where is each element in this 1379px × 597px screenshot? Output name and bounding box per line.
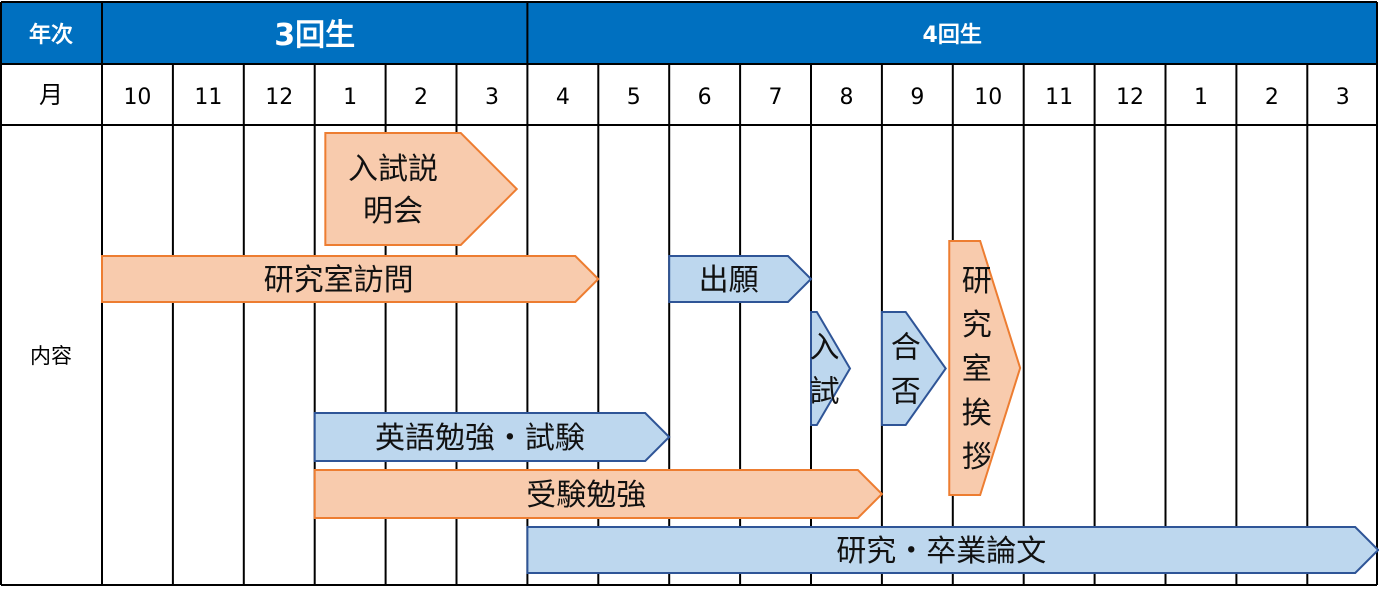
task-bar-entrance-exam: 入試 (810, 311, 852, 426)
task-label: 否 (891, 374, 921, 409)
task-label: 拶 (962, 440, 992, 475)
task-bar-result: 合否 (880, 311, 947, 426)
arrow-shape (810, 311, 852, 426)
task-bar-lab-visit: 研究室訪問 (101, 255, 600, 303)
arrow-shape (313, 412, 671, 462)
month-header-label: 月 (39, 81, 63, 109)
content-label: 内容 (30, 344, 72, 368)
year-label-4th: 4回生 (923, 23, 982, 48)
month-label: 10 (123, 85, 151, 110)
month-label: 10 (974, 85, 1002, 110)
arrow-shape (101, 255, 600, 303)
month-label: 4 (556, 85, 570, 110)
arrow-shape (526, 526, 1379, 574)
task-label: 合 (891, 330, 921, 365)
task-label: 室 (962, 352, 992, 387)
month-label: 6 (698, 85, 712, 110)
arrow-shape (324, 132, 519, 246)
year-header-row (2, 2, 1376, 64)
task-label: 研究室訪問 (264, 263, 414, 298)
task-bar-english-study: 英語勉強・試験 (313, 412, 671, 462)
month-label: 1 (1194, 85, 1208, 110)
arrow-shape (948, 240, 1022, 496)
task-label: 究 (962, 308, 992, 343)
task-label: 入 (810, 330, 840, 365)
task-bar-research-thesis: 研究・卒業論文 (526, 526, 1379, 574)
month-label: 7 (769, 85, 783, 110)
month-label: 2 (1265, 85, 1279, 110)
task-label: 英語勉強・試験 (375, 421, 585, 456)
task-bars: 入試説明会研究室訪問出願入試合否研究室挨拶英語勉強・試験受験勉強研究・卒業論文 (101, 132, 1379, 574)
month-label: 9 (910, 85, 924, 110)
task-label: 研究・卒業論文 (836, 534, 1046, 569)
month-label: 2 (414, 85, 428, 110)
task-label: 試 (810, 374, 840, 409)
task-label: 明会 (363, 194, 423, 229)
month-label: 11 (1045, 85, 1073, 110)
arrow-shape (313, 469, 884, 519)
month-label: 12 (265, 85, 293, 110)
task-label: 出願 (699, 263, 759, 298)
arrow-shape (668, 255, 813, 303)
task-bar-application: 出願 (668, 255, 813, 303)
month-label: 11 (194, 85, 222, 110)
month-label: 1 (343, 85, 357, 110)
year-label-3rd: 3回生 (274, 18, 355, 53)
arrow-shape (880, 311, 947, 426)
month-label: 3 (1336, 85, 1350, 110)
task-label: 受験勉強 (526, 478, 646, 513)
task-label: 研 (962, 264, 992, 299)
month-label: 3 (485, 85, 499, 110)
month-label: 5 (627, 85, 641, 110)
task-label: 入試説 (348, 152, 438, 187)
month-label: 8 (839, 85, 853, 110)
month-label: 12 (1116, 85, 1144, 110)
task-bar-exam-study: 受験勉強 (313, 469, 884, 519)
task-label: 挨 (962, 396, 992, 431)
year-header-label: 年次 (29, 22, 73, 48)
